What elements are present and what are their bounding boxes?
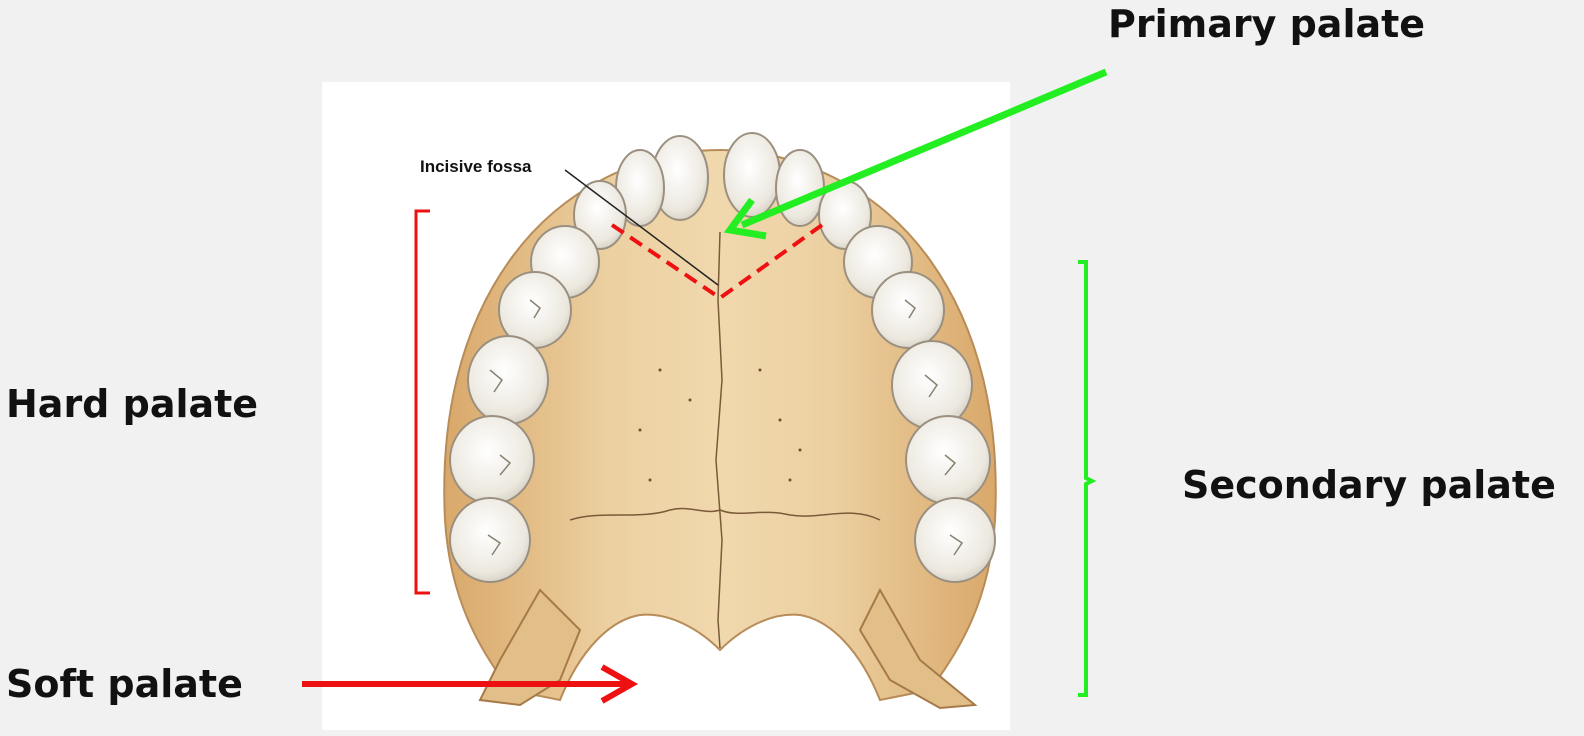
secondary-palate-bracket	[1078, 262, 1092, 695]
incisive-fossa-label: Incisive fossa	[420, 157, 532, 176]
hard-palate-label: Hard palate	[6, 382, 258, 426]
soft-palate-label: Soft palate	[6, 662, 243, 706]
primary-palate-label: Primary palate	[1108, 2, 1425, 46]
secondary-palate-label: Secondary palate	[1182, 463, 1556, 507]
